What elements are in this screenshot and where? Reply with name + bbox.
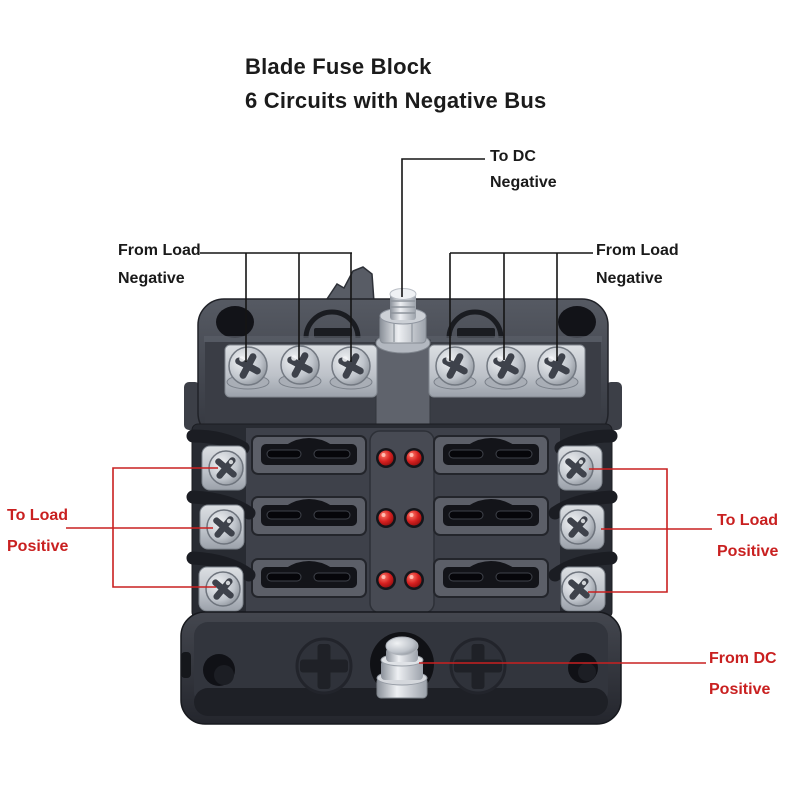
fuse-slot-3 bbox=[251, 496, 367, 536]
center-pillar bbox=[375, 339, 431, 433]
indicator-led bbox=[376, 448, 396, 468]
negative-terminal-screw bbox=[484, 346, 528, 390]
indicator-led bbox=[376, 508, 396, 528]
negative-terminal-screw bbox=[278, 345, 322, 389]
fuse-slot-6 bbox=[433, 558, 549, 598]
title-line-1: Blade Fuse Block bbox=[245, 54, 432, 79]
negative-bus-stud bbox=[375, 288, 431, 354]
leader-to-dc-negative bbox=[401, 158, 485, 297]
fuse-slot-1 bbox=[251, 435, 367, 475]
leader-from-load-negative-left bbox=[200, 252, 352, 362]
side-tab-right bbox=[606, 382, 622, 430]
indicator-led bbox=[404, 448, 424, 468]
leader-to-load-positive-right bbox=[588, 468, 712, 593]
top-housing bbox=[184, 266, 622, 440]
label-to-load-positive-left: To Load Positive bbox=[7, 507, 69, 555]
fuse-slot-4 bbox=[433, 496, 549, 536]
cover-hinge-tab bbox=[323, 266, 375, 303]
indicator-led bbox=[376, 570, 396, 590]
leader-lines-red bbox=[66, 467, 712, 664]
negative-terminal-screw bbox=[226, 346, 270, 390]
plus-emboss-left bbox=[295, 637, 353, 695]
label-to-load-positive-right: To Load Positive bbox=[717, 512, 779, 560]
plus-emboss-right bbox=[449, 637, 507, 695]
side-tab-left bbox=[184, 382, 200, 430]
label-from-dc-positive: From DC Positive bbox=[709, 650, 777, 698]
positive-feed-stud bbox=[370, 632, 434, 699]
label-from-load-negative-left: From Load Negative bbox=[118, 242, 201, 287]
leader-to-load-positive-left bbox=[66, 467, 218, 588]
leader-lines-black bbox=[200, 158, 593, 362]
indicator-led bbox=[404, 508, 424, 528]
mounting-hole-top-left bbox=[216, 306, 254, 338]
negative-terminal-screw bbox=[433, 346, 477, 390]
page-title: Blade Fuse Block 6 Circuits with Negativ… bbox=[245, 50, 546, 118]
cover-arch-right bbox=[446, 309, 504, 339]
indicator-led bbox=[404, 570, 424, 590]
fuse-bank bbox=[186, 423, 618, 619]
mounting-hole-top-right bbox=[558, 306, 596, 338]
label-from-load-negative-right: From Load Negative bbox=[596, 242, 679, 287]
leader-from-load-negative-right bbox=[449, 252, 593, 361]
cover-arch-left bbox=[303, 309, 361, 339]
fuse-slot-2 bbox=[433, 435, 549, 475]
label-to-dc-negative: To DC Negative bbox=[490, 148, 557, 191]
fuse-slot-5 bbox=[251, 558, 367, 598]
base-housing bbox=[180, 611, 622, 725]
positive-load-terminals bbox=[198, 445, 606, 612]
title-line-2: 6 Circuits with Negative Bus bbox=[245, 88, 547, 113]
